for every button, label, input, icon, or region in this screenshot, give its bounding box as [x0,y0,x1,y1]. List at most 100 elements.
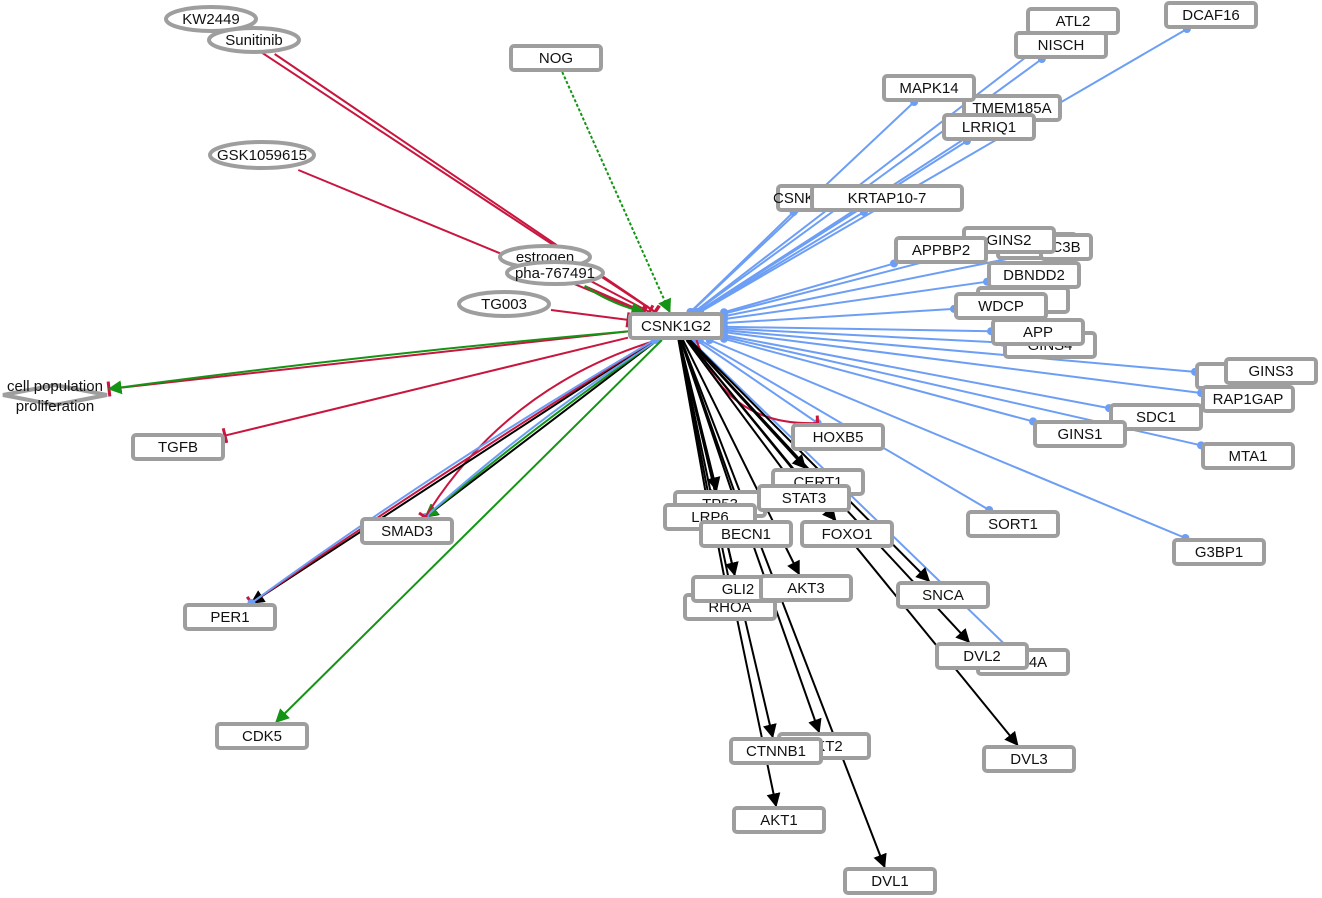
node-per1[interactable]: PER1 [183,603,277,631]
node-sdc1[interactable]: SDC1 [1109,403,1203,431]
node-shape [360,517,454,545]
node-label: pha-767491 [515,265,595,282]
node-label: STAT3 [782,490,826,507]
node-label: GINS1 [1057,426,1102,443]
node-label: ATL2 [1056,13,1091,30]
node-label: GLI2 [722,581,755,598]
node-dvl1[interactable]: DVL1 [843,867,937,895]
edge-csnk1g2-to-cellpop [106,330,629,397]
node-csnk1g2[interactable]: CSNK1G2 [628,312,724,340]
node-shape [131,433,225,461]
node-nog[interactable]: NOG [509,44,603,72]
node-sunitinib[interactable]: Sunitinib [207,26,301,54]
node-label: SMAD3 [381,523,433,540]
node-tgfb[interactable]: TGFB [131,433,225,461]
edge-pha767491-to-csnk1g2 [584,285,646,316]
node-rap1gap[interactable]: RAP1GAP [1201,385,1295,413]
edge-csnk1g2-to-hoxb5 [692,336,822,427]
node-dcaf16[interactable]: DCAF16 [1164,1,1258,29]
node-label: DCAF16 [1182,7,1240,24]
node-label: DBNDD2 [1003,267,1065,284]
node-shape [457,290,551,318]
node-label: LRRIQ1 [962,119,1016,136]
node-gins1[interactable]: GINS1 [1033,420,1127,448]
node-pha767491[interactable]: pha-767491 [505,260,605,286]
node-shape [1164,1,1258,29]
edge-csnk1g2-to-dvl1 [680,339,887,869]
node-label: GINS2 [986,232,1031,249]
node-shape [208,140,316,170]
node-stat3[interactable]: STAT3 [757,484,851,512]
node-snca[interactable]: SNCA [896,581,990,609]
node-label: KRTAP10-7 [848,190,927,207]
node-label: Sunitinib [225,32,283,49]
node-g3bp1[interactable]: G3BP1 [1172,538,1266,566]
node-cellpop[interactable]: cell population proliferation [2,378,108,415]
node-label: SORT1 [988,516,1038,533]
node-label: proliferation [16,398,94,415]
edge-csnk1g2-to-wdcp [720,304,958,328]
node-tg003[interactable]: TG003 [457,290,551,318]
node-dbndd2[interactable]: DBNDD2 [987,261,1081,289]
node-shape [1109,403,1203,431]
node-label: TGFB [158,439,198,456]
node-shape [935,642,1029,670]
node-cdk5[interactable]: CDK5 [215,722,309,750]
node-shape [882,74,976,102]
node-shape [894,236,988,264]
node-shape [942,113,1036,141]
node-wdcp[interactable]: WDCP [954,292,1048,320]
node-shape [759,574,853,602]
node-mta1[interactable]: MTA1 [1201,442,1295,470]
node-label: HOXB5 [813,429,864,446]
node-nisch[interactable]: NISCH [1014,31,1108,59]
node-label: NISCH [1038,37,1085,54]
node-label: AKT1 [760,812,798,829]
node-gins3[interactable]: GINS3 [1224,357,1318,385]
node-shape [1201,442,1295,470]
node-label: GINS3 [1248,363,1293,380]
node-label: CTNNB1 [746,743,806,760]
node-label: NOG [539,50,573,67]
node-app[interactable]: APP [991,318,1085,346]
node-mapk14[interactable]: MAPK14 [882,74,976,102]
edge-csnk1g2-to-tgfb [221,336,629,444]
node-akt1[interactable]: AKT1 [732,806,826,834]
node-label: PER1 [210,609,249,626]
node-kw2449[interactable]: KW2449 [164,5,258,33]
node-smad3[interactable]: SMAD3 [360,517,454,545]
node-label: TG003 [481,296,527,313]
node-ctnnb1[interactable]: CTNNB1 [729,737,823,765]
node-dvl3[interactable]: DVL3 [982,745,1076,773]
node-sort1[interactable]: SORT1 [966,510,1060,538]
node-label: BECN1 [721,526,771,543]
node-label: G3BP1 [1195,544,1243,561]
edge-csnk1g2-to-per1 [247,336,659,607]
node-shape [1201,385,1295,413]
node-dvl2[interactable]: DVL2 [935,642,1029,670]
edge-csnk1g2-to-stat3 [685,339,795,486]
node-appbp2[interactable]: APPBP2 [894,236,988,264]
node-atl2[interactable]: ATL2 [1026,7,1120,35]
node-foxo1[interactable]: FOXO1 [800,520,894,548]
node-gsk1059615[interactable]: GSK1059615 [208,140,316,170]
node-krtap10[interactable]: KRTAP10-7 [810,184,964,212]
node-label: MAPK14 [899,80,958,97]
node-shape [810,184,964,212]
edge-csnk1g2-to-akt1 [677,339,781,808]
node-shape [991,318,1085,346]
node-lrriq1[interactable]: LRRIQ1 [942,113,1036,141]
node-becn1[interactable]: BECN1 [699,520,793,548]
edge-tg003-to-csnk1g2 [550,309,631,328]
node-label: CSNK1G2 [641,318,711,335]
node-akt3[interactable]: AKT3 [759,574,853,602]
node-shape [791,423,885,451]
node-shape [1172,538,1266,566]
node-hoxb5[interactable]: HOXB5 [791,423,885,451]
node-label: RAP1GAP [1213,391,1284,408]
node-label: cell population [7,378,103,395]
edge-csnk1g2-to-smad3 [424,339,659,518]
node-shape [896,581,990,609]
